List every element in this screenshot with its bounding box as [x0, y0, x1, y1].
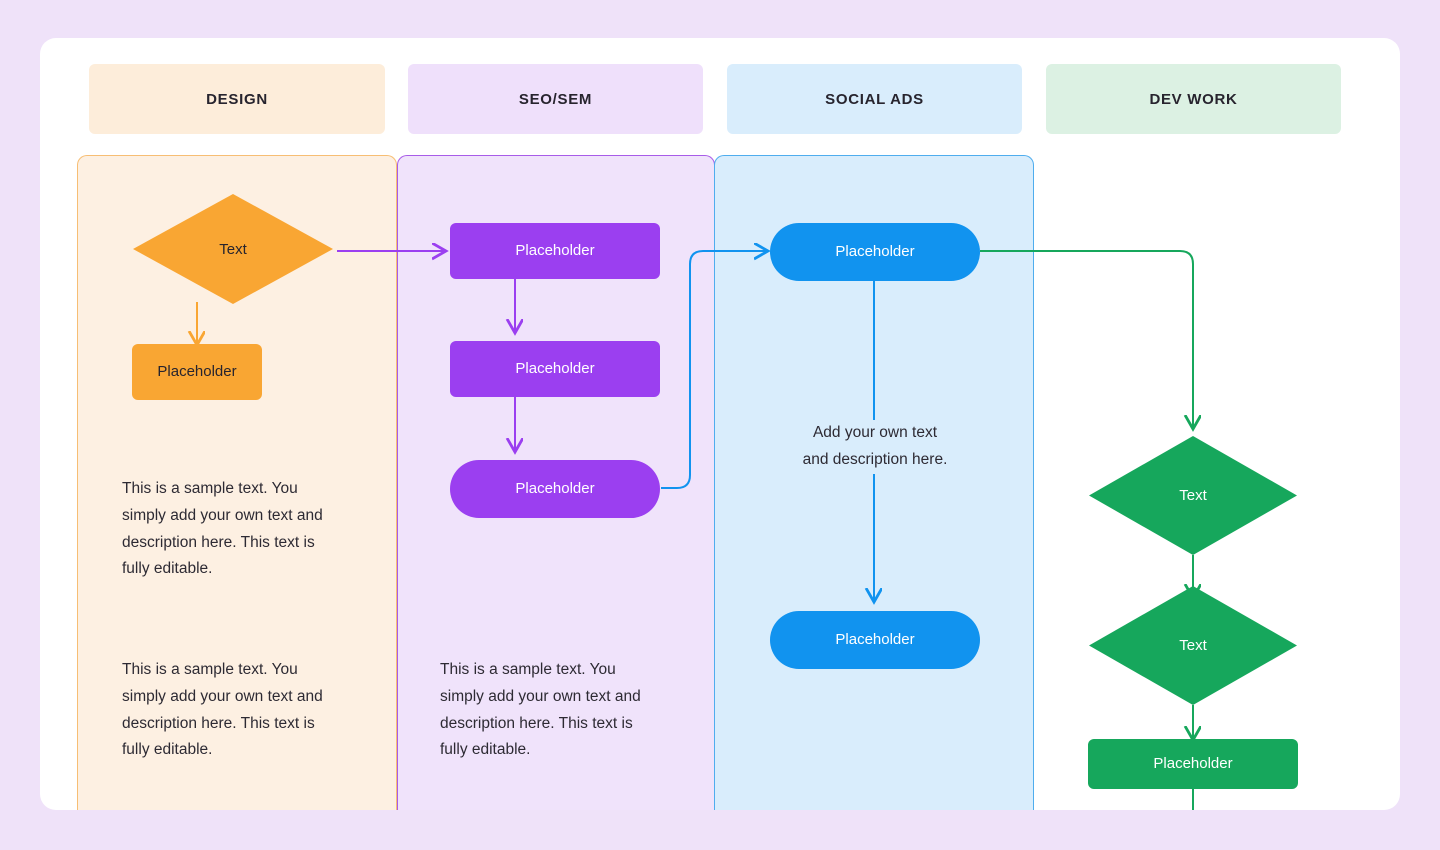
- node-social-pill-2[interactable]: Placeholder: [770, 611, 980, 669]
- node-label: Text: [219, 240, 247, 258]
- design-paragraph-2: This is a sample text. You simply add yo…: [122, 661, 323, 759]
- lane-header-seo-sem[interactable]: SEO/SEM: [408, 64, 703, 134]
- node-dev-box[interactable]: Placeholder: [1088, 739, 1298, 789]
- node-label: Placeholder: [1153, 754, 1233, 772]
- node-label: Text: [1179, 487, 1207, 504]
- node-seo-box-2[interactable]: Placeholder: [450, 341, 660, 397]
- node-label: Placeholder: [157, 362, 237, 380]
- lane-header-label-seo-sem: SEO/SEM: [518, 90, 593, 108]
- node-seo-box-1[interactable]: Placeholder: [450, 223, 660, 279]
- node-label: Placeholder: [515, 359, 595, 377]
- diagram-canvas: DESIGN SEO/SEM SOCIAL ADS DEV WORK Text …: [40, 38, 1400, 810]
- node-social-pill-1[interactable]: Placeholder: [770, 223, 980, 281]
- node-label: Placeholder: [835, 630, 915, 648]
- node-label: Placeholder: [515, 241, 595, 259]
- lane-header-design[interactable]: DESIGN: [89, 64, 385, 134]
- social-center-note: Add your own text and description here.: [764, 420, 986, 474]
- lane-header-label-design: DESIGN: [206, 90, 268, 108]
- node-design-box[interactable]: Placeholder: [132, 344, 262, 400]
- diamond-shape-icon: [133, 194, 333, 304]
- seo-paragraph-1: This is a sample text. You simply add yo…: [440, 661, 641, 759]
- diamond-shape-icon: [1089, 436, 1297, 555]
- node-design-diamond[interactable]: Text: [133, 194, 333, 304]
- diamond-shape-icon: [1089, 586, 1297, 705]
- node-dev-diamond-1[interactable]: Text: [1089, 436, 1297, 555]
- node-seo-pill-3[interactable]: Placeholder: [450, 460, 660, 518]
- node-label: Text: [1179, 637, 1207, 654]
- node-label: Placeholder: [835, 242, 915, 260]
- lane-header-label-social-ads: SOCIAL ADS: [825, 90, 924, 108]
- node-dev-diamond-2[interactable]: Text: [1089, 586, 1297, 705]
- lane-header-label-dev-work: DEV WORK: [1149, 90, 1238, 108]
- lane-header-dev-work[interactable]: DEV WORK: [1046, 64, 1341, 134]
- lane-header-social-ads[interactable]: SOCIAL ADS: [727, 64, 1022, 134]
- node-label: Placeholder: [515, 479, 595, 497]
- design-paragraph-1: This is a sample text. You simply add yo…: [122, 480, 323, 578]
